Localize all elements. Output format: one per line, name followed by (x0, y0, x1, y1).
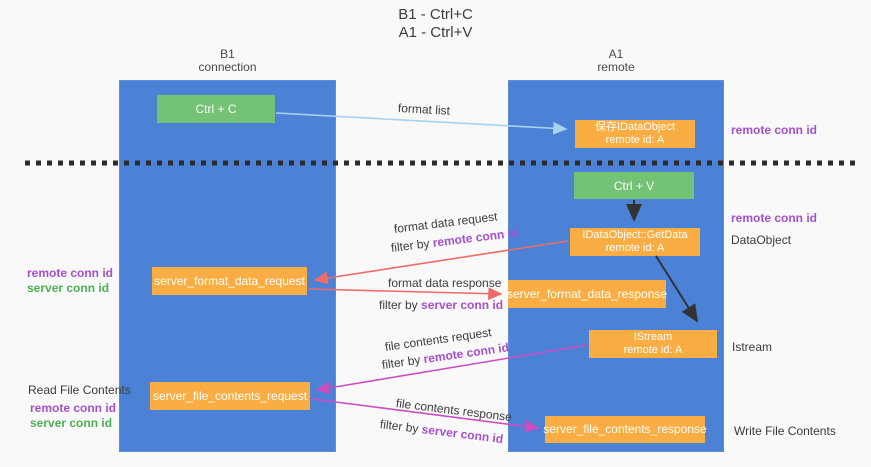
left-lane-role: connection (198, 60, 257, 74)
getdata-line2: remote id: A (605, 242, 665, 254)
istream-line1: IStream (633, 331, 673, 343)
left-lane-header: B1 connection (119, 48, 336, 74)
left-conn-id-pair-2: remote conn id server conn id (30, 401, 116, 431)
filter-by-server-conn-id-label-1: filter by server conn id (379, 298, 503, 312)
node-server-format-data-request: server_format_data_request (152, 267, 307, 295)
node-server-format-data-response: server_format_data_response (506, 280, 668, 308)
filter-by-prefix: filter by (381, 352, 425, 372)
file-response-label: server_file_contents_response (543, 422, 707, 436)
remote-conn-id-right-mid: remote conn id (731, 211, 817, 226)
format-list-label: format list (398, 101, 451, 118)
ctrl-c-label: Ctrl + C (195, 102, 237, 116)
filter-by-prefix: filter by (379, 298, 422, 312)
remote-conn-id-text: remote conn id (30, 401, 117, 415)
server-conn-id-text: server conn id (30, 416, 113, 430)
node-server-file-contents-request: server_file_contents_request (150, 382, 310, 410)
node-idataobject-getdata: IDataObject::GetData remote id: A (570, 228, 700, 256)
file-contents-response-label: file contents response (395, 396, 513, 424)
format-data-response-text: format data response (388, 276, 502, 290)
remote-conn-id-text: remote conn id (27, 266, 114, 280)
left-lane-name: B1 (220, 47, 235, 61)
dataobject-text: DataObject (731, 233, 792, 247)
left-conn-id-pair-1: remote conn id server conn id (27, 266, 113, 296)
server-conn-id-text: server conn id (420, 422, 504, 447)
remote-conn-id-right-top: remote conn id (731, 123, 817, 138)
save-idataobject-line1: 保存IDataObject (594, 121, 676, 133)
node-save-idataobject: 保存IDataObject remote id: A (575, 120, 695, 148)
server-conn-id-text: server conn id (27, 281, 110, 295)
title-line-1: B1 - Ctrl+C (398, 6, 473, 23)
write-file-contents-label: Write File Contents (734, 424, 836, 439)
filter-by-prefix: filter by (390, 235, 434, 255)
remote-conn-id-text: remote conn id (731, 123, 818, 137)
format-response-label: server_format_data_response (506, 286, 668, 301)
read-file-contents-text: Read File Contents (28, 383, 131, 397)
save-idataobject-line2: remote id: A (605, 134, 665, 146)
node-ctrl-v: Ctrl + V (574, 172, 694, 199)
node-ctrl-c: Ctrl + C (157, 95, 275, 123)
istream-side-label: Istream (732, 340, 772, 355)
ctrl-v-label: Ctrl + V (613, 178, 655, 193)
format-data-response-label: format data response (388, 276, 501, 290)
read-file-contents-label: Read File Contents (28, 383, 131, 398)
file-request-label: server_file_contents_request (152, 388, 308, 403)
remote-conn-id-text: remote conn id (731, 211, 818, 225)
right-lane-role: remote (597, 60, 635, 74)
file-contents-response-text: file contents response (395, 396, 513, 425)
write-file-contents-text: Write File Contents (734, 424, 836, 438)
node-server-file-contents-response: server_file_contents_response (543, 416, 707, 443)
format-request-label: server_format_data_request (154, 273, 305, 288)
diagram-title: B1 - Ctrl+C A1 - Ctrl+V (0, 6, 871, 42)
filter-by-server-conn-id-label-2: filter by server conn id (379, 417, 504, 446)
istream-line2: remote id: A (623, 344, 683, 356)
right-lane-name: A1 (608, 47, 624, 61)
dataobject-label: DataObject (731, 233, 791, 248)
node-istream: IStream remote id: A (589, 330, 717, 358)
title-line-2: A1 - Ctrl+V (398, 24, 473, 41)
getdata-line1: IDataObject::GetData (582, 229, 688, 241)
format-list-text: format list (397, 101, 451, 118)
right-lane-header: A1 remote (508, 48, 724, 74)
filter-by-prefix: filter by (379, 417, 423, 437)
server-conn-id-text: server conn id (421, 298, 504, 312)
istream-text: Istream (732, 340, 773, 354)
